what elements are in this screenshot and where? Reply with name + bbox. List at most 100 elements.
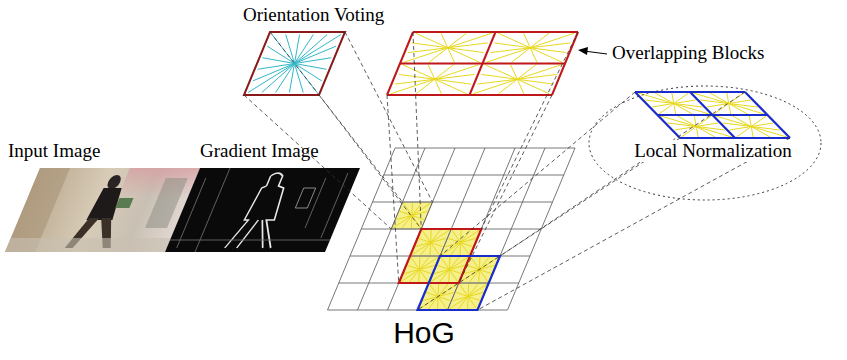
orientation-ray [404,48,448,62]
orientation-ray [468,292,484,296]
block-line [413,31,578,33]
orientation-ray [490,48,530,53]
projection-line [270,32,403,202]
orientation-ray [464,270,480,274]
orientation-ray [473,79,517,93]
orientation-ray [729,127,751,131]
orientation-ray [419,270,428,282]
orientation-ray [696,127,698,138]
block-line [373,202,553,203]
orientation-ray [449,238,461,242]
orientation-ray [448,48,455,62]
orientation-ray [517,65,561,79]
orientation-ray [295,64,304,93]
orientation-ray [530,48,562,62]
orientation-ray [517,79,524,93]
orientation-ray [438,292,454,296]
orientation-ray [391,79,435,93]
orientation-ray [435,79,442,93]
projection-line [418,138,681,310]
pointer-line [584,51,607,54]
orientation-ray [438,297,447,309]
orientation-ray [448,48,480,62]
orientation-ray [267,46,294,63]
orientation-ray [412,43,448,48]
orientation-ray [399,74,435,79]
orientation-ray [435,79,467,93]
orientation-ray [696,123,718,127]
orientation-ray [428,65,435,79]
orientation-ray [494,43,530,48]
orientation-ray [530,48,537,62]
orientation-ray [419,238,431,242]
projection-line [244,95,391,229]
orientation-ray [723,123,752,127]
orientation-ray [404,270,420,274]
orientation-ray [727,93,729,104]
block-line [395,148,575,149]
projection-line [481,32,578,229]
orientation-ray [396,216,412,220]
orientation-ray [434,270,450,274]
orientation-ray [652,104,674,108]
projection-line [459,95,552,283]
orientation-ray [517,79,549,93]
orientation-ray [700,100,729,104]
orientation-ray [468,297,477,309]
orientation-ray [517,74,557,79]
orientation-ray [456,292,468,296]
orientation-ray [295,46,337,63]
orientation-ray [486,48,530,62]
orientation-ray [431,243,440,255]
orientation-ray [751,123,773,127]
ellipse-outline [589,86,821,200]
orientation-ray [437,265,449,269]
orientation-ray [258,64,295,70]
orientation-ray [751,127,770,138]
orientation-ray [435,65,479,79]
orientation-ray [461,238,477,242]
block-line [658,114,768,116]
projection-line [387,95,399,283]
projection-line [413,32,421,229]
orientation-ray [295,58,332,64]
orientation-ray [511,65,518,79]
orientation-ray [530,33,574,47]
figure-label: Gradient Image [200,140,319,162]
orientation-ray [672,93,674,104]
cell-fill [391,202,432,229]
gradient-image [165,168,360,252]
orientation-ray [415,243,431,247]
orientation-ray [524,33,531,47]
orientation-ray [674,104,693,115]
orientation-ray [751,127,753,138]
normalization-region: Local Normalization [587,84,823,202]
block-line [400,63,565,65]
orientation-ray [448,33,492,47]
orientation-ray [253,64,295,81]
orientation-ray [477,79,517,84]
orientation-ray [729,104,731,115]
cell-outline [244,32,345,95]
orientation-ray [674,127,696,131]
orientation-ray [449,270,458,282]
orientation-ray [461,243,470,255]
projection-line [478,138,791,310]
orientation-ray [479,270,488,282]
block-line [387,94,552,96]
orientation-ray [674,104,676,115]
region-label: Local Normalization [632,140,794,162]
orientation-ray [668,123,697,127]
orientation-ray [449,265,465,269]
pointer-head [578,47,588,55]
orientation-ray [674,100,696,104]
orientation-ray [412,211,428,215]
orientation-ray [749,116,751,127]
orientation-ray [441,33,448,47]
orientation-ray [696,127,715,138]
orientation-ray [445,243,461,247]
orientation-ray [423,297,439,301]
orientation-ray [479,265,495,269]
caption: HoG [393,316,455,351]
orientation-ray [435,74,475,79]
